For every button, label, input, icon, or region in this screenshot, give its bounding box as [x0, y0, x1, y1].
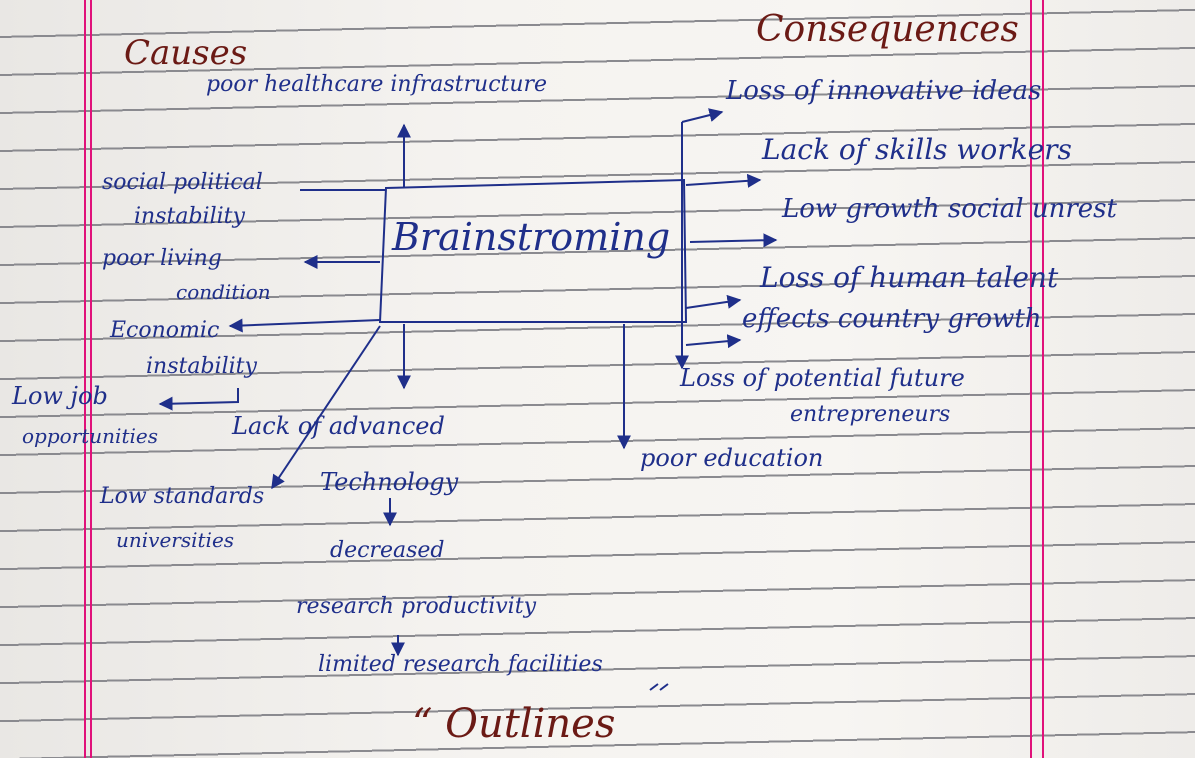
arrow-c5: [685, 334, 742, 349]
arrow-universities: [271, 325, 381, 490]
cause-technology-line1: Lack of advanced: [232, 412, 445, 440]
cause-technology-line2: Technology: [320, 468, 459, 496]
cause-healthcare: poor healthcare infrastructure: [206, 72, 548, 97]
consequence-entrepreneurs-line2: entrepreneurs: [790, 402, 951, 427]
cause-economic-line2: instability: [146, 354, 257, 379]
consequence-entrepreneurs-line1: Loss of potential future: [680, 364, 965, 392]
heading-causes: Causes: [124, 33, 248, 73]
consequence-country-growth: effects country growth: [742, 304, 1042, 334]
consequence-skilled-workers: Lack of skills workers: [762, 133, 1072, 166]
arrow-c3: [689, 233, 778, 248]
footer-outlines: “ Outlines: [412, 701, 616, 747]
cause-job-line1: Low job: [12, 382, 108, 410]
consequence-human-talent: Loss of human talent: [760, 261, 1059, 294]
cause-living-line1: poor living: [102, 246, 222, 271]
cause-facilities: limited research facilities: [318, 652, 603, 677]
cause-sociopolitical-line2: instability: [134, 204, 245, 229]
arrow-economic: [228, 318, 381, 333]
arrow-c2: [685, 173, 762, 188]
cause-universities-line1: Low standards: [100, 484, 265, 509]
cause-sociopolitical-line1: social political: [102, 170, 263, 195]
center-box: [378, 178, 688, 323]
cause-universities-line2: universities: [116, 528, 235, 552]
arrow-c4: [685, 294, 742, 309]
cause-job-line2: opportunities: [22, 424, 158, 448]
right-margin-line: [1030, 0, 1032, 758]
heading-consequences: Consequences: [756, 9, 1019, 50]
left-margin-line-2: [90, 0, 92, 758]
left-margin-line: [84, 0, 86, 758]
cause-research-line1: decreased: [330, 538, 445, 563]
center-label: Brainstroming: [392, 215, 671, 259]
right-margin-line-2: [1042, 0, 1044, 758]
arrow-c1: [681, 108, 724, 123]
cause-research-line2: research productivity: [296, 594, 536, 619]
cause-education: poor education: [640, 444, 824, 472]
cause-living-line2: condition: [176, 280, 271, 304]
consequence-social-unrest: Low growth social unrest: [782, 194, 1117, 224]
arrow-job: [158, 388, 239, 411]
consequence-innovative-ideas: Loss of innovative ideas: [726, 76, 1042, 106]
facilities-mark: [649, 683, 669, 691]
cause-economic-line1: Economic: [110, 318, 220, 343]
